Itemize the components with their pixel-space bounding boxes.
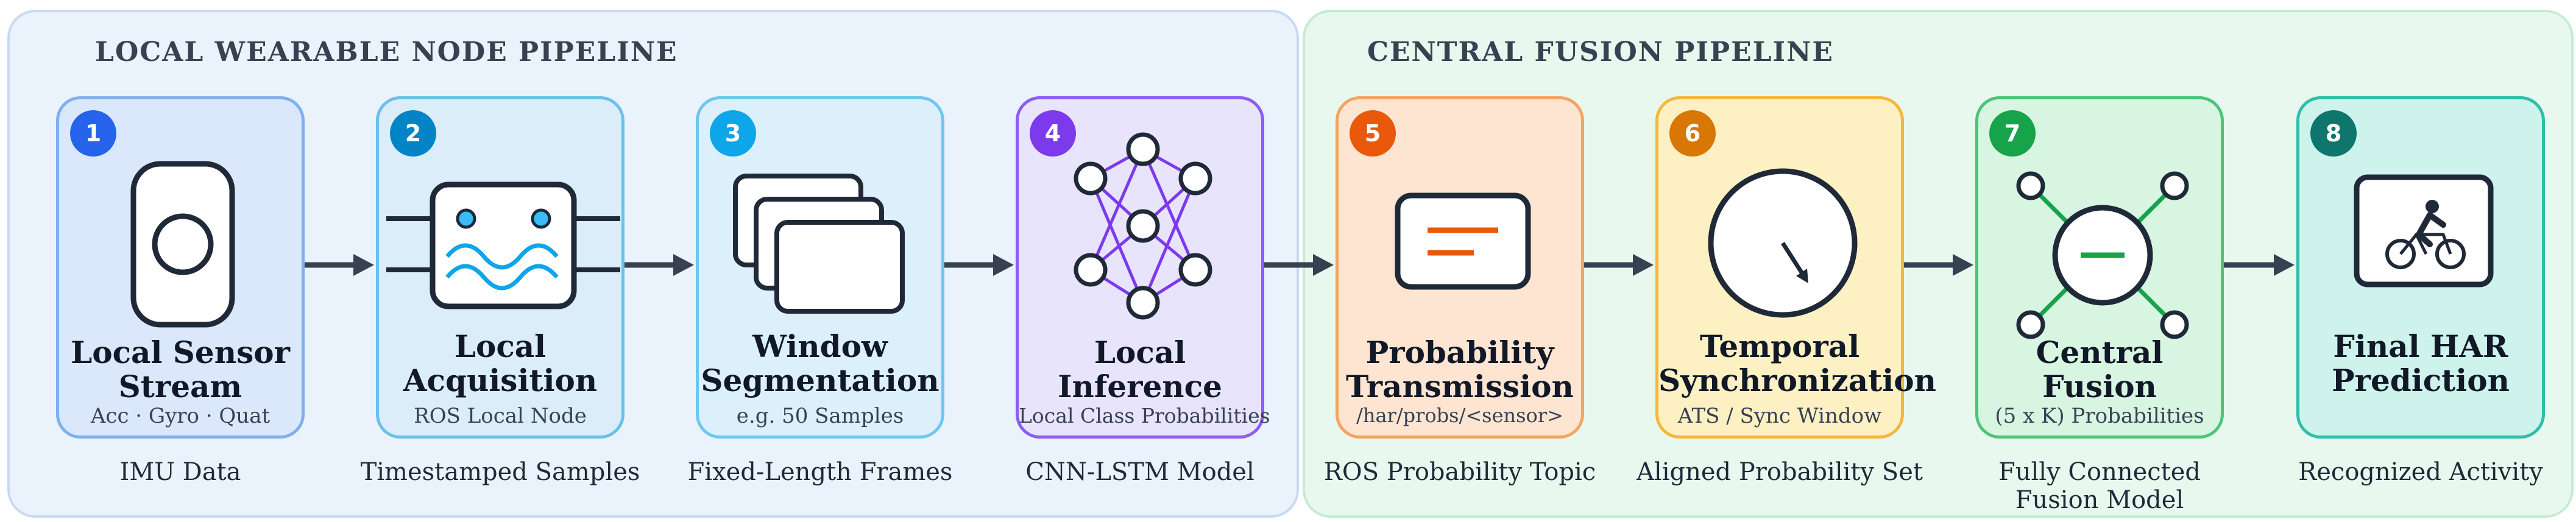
step-subtitle: Local Class Probabilities bbox=[1019, 404, 1270, 428]
step-1-card: 1 Local Sensor Stream Acc · Gyro · Quat bbox=[56, 96, 305, 439]
message-icon bbox=[1395, 192, 1531, 290]
cyclist-icon bbox=[2354, 174, 2494, 287]
step-title-line2: Synchronization bbox=[1658, 362, 1936, 398]
step-badge: 6 bbox=[1669, 110, 1716, 157]
step-title-line2: Prediction bbox=[2332, 362, 2510, 398]
local-pipeline-title: LOCAL WEARABLE NODE PIPELINE bbox=[95, 37, 678, 68]
flow-arrow-6-7 bbox=[1904, 254, 1973, 276]
step-7-card: 7 Central Fusion (5 x K) Probabilities bbox=[1975, 96, 2224, 439]
step-badge: 2 bbox=[390, 110, 436, 157]
step-title-line1: Local Sensor bbox=[71, 334, 290, 370]
step-6-card: 6 Temporal Synchronization ATS / Sync Wi… bbox=[1655, 96, 1936, 439]
step-title-line2: Inference bbox=[1058, 369, 1222, 404]
step-badge: 7 bbox=[1989, 110, 2036, 157]
step-7-caption-line2: Fusion Model bbox=[2015, 486, 2184, 514]
step-subtitle: /har/probs/<sensor> bbox=[1356, 404, 1563, 427]
step-4-caption: CNN-LSTM Model bbox=[1025, 458, 1254, 486]
step-title-line1: Central bbox=[2036, 334, 2164, 370]
step-5-card: 5 Probability Transmission /har/probs/<s… bbox=[1336, 96, 1584, 439]
fusion-hub-icon bbox=[2016, 171, 2189, 339]
step-title-line2: Transmission bbox=[1346, 369, 1574, 404]
flow-arrow-3-4 bbox=[944, 254, 1014, 276]
flow-arrow-1-2 bbox=[305, 254, 374, 276]
step-subtitle: ATS / Sync Window bbox=[1677, 404, 1882, 428]
step-badge: 1 bbox=[70, 110, 116, 157]
step-title-line2: Acquisition bbox=[403, 362, 598, 398]
step-6-caption: Aligned Probability Set bbox=[1637, 458, 1923, 486]
flow-arrow-7-8 bbox=[2224, 254, 2295, 276]
step-subtitle: e.g. 50 Samples bbox=[736, 404, 904, 428]
step-1-caption: IMU Data bbox=[119, 458, 241, 486]
step-badge: 4 bbox=[1030, 110, 1076, 157]
stacked-frames-icon bbox=[733, 174, 905, 314]
step-2-caption: Timestamped Samples bbox=[360, 458, 640, 486]
step-title-line1: Final HAR bbox=[2333, 328, 2508, 364]
step-8-card: 8 Final HAR Prediction bbox=[2296, 96, 2545, 439]
step-title-line1: Local bbox=[1094, 334, 1186, 370]
step-3-caption: Fixed-Length Frames bbox=[687, 458, 953, 486]
step-3-card: 3 Window Segmentation e.g. 50 Samples bbox=[696, 96, 944, 439]
central-pipeline-title: CENTRAL FUSION PIPELINE bbox=[1367, 37, 1834, 68]
step-2-card: 2 Local Acquisition ROS Local Node bbox=[376, 96, 625, 439]
step-5-caption: ROS Probability Topic bbox=[1323, 458, 1596, 486]
step-title-line2: Segmentation bbox=[701, 362, 939, 398]
clock-gauge-icon bbox=[1708, 168, 1858, 318]
step-badge: 8 bbox=[2310, 110, 2357, 157]
step-title-line2: Fusion bbox=[2042, 369, 2157, 404]
step-title-line1: Temporal bbox=[1699, 328, 1860, 364]
step-title-line2: Stream bbox=[118, 369, 242, 404]
step-8-caption: Recognized Activity bbox=[2298, 458, 2543, 486]
flow-arrow-4-5 bbox=[1264, 254, 1334, 276]
step-title-line1: Probability bbox=[1365, 334, 1554, 370]
step-badge: 5 bbox=[1350, 110, 1396, 157]
wearable-sensor-icon bbox=[130, 161, 235, 328]
flow-arrow-5-6 bbox=[1584, 254, 1654, 276]
step-title-line1: Window bbox=[752, 328, 888, 364]
flow-arrow-2-3 bbox=[625, 254, 694, 276]
step-subtitle: ROS Local Node bbox=[414, 404, 587, 428]
signal-acquisition-icon bbox=[386, 182, 620, 309]
step-badge: 3 bbox=[710, 110, 756, 157]
step-subtitle: Acc · Gyro · Quat bbox=[90, 404, 271, 428]
step-7-caption: Fully Connected bbox=[1998, 458, 2201, 486]
step-4-card: 4 Local Inference Local Class Probabilit… bbox=[1016, 96, 1270, 439]
step-title-line1: Local bbox=[454, 328, 547, 364]
step-subtitle: (5 x K) Probabilities bbox=[1995, 404, 2204, 428]
neural-network-icon bbox=[1074, 132, 1212, 320]
